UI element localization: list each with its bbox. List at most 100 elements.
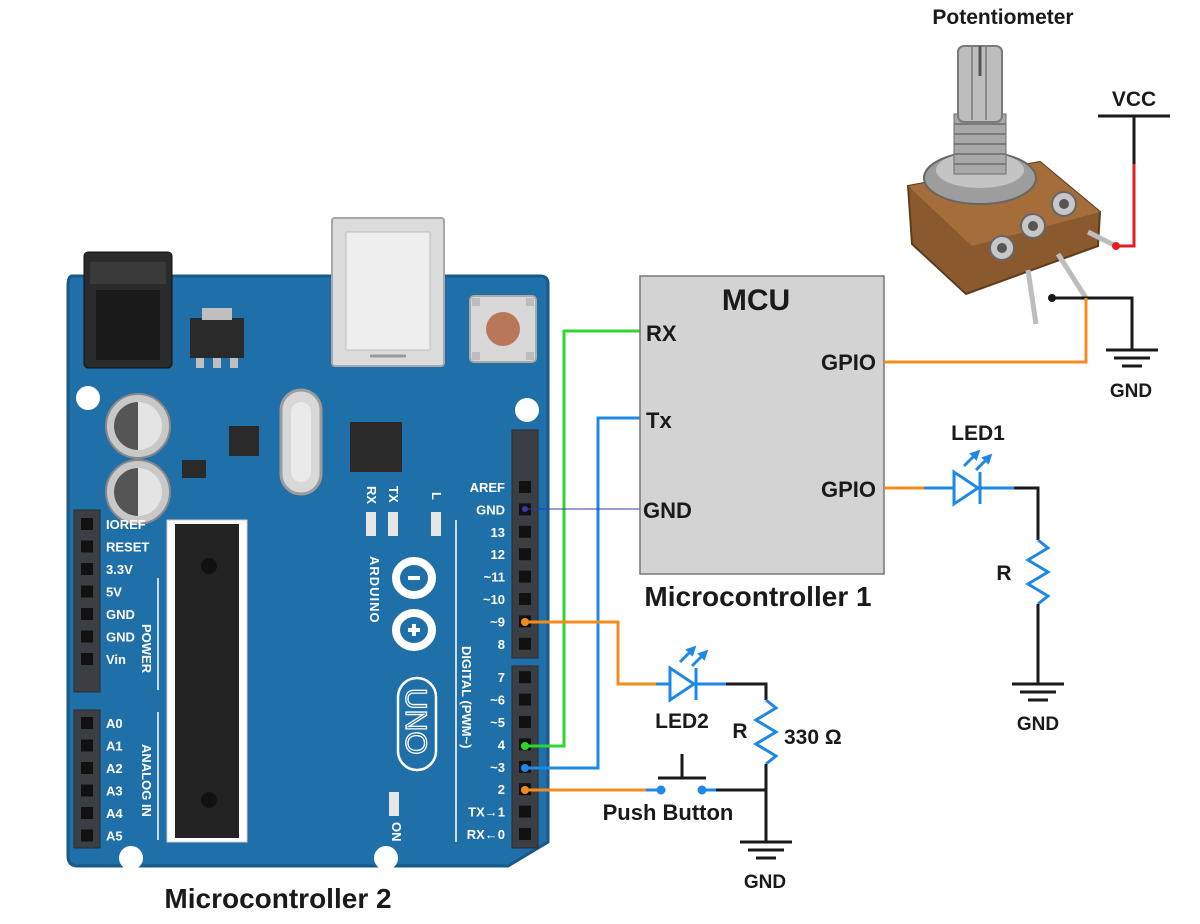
mcu-rx-pin: RX bbox=[646, 321, 677, 346]
pin-label: RX←0 bbox=[467, 827, 505, 842]
mcu-title: MCU bbox=[722, 284, 790, 317]
header-pin-hole bbox=[81, 630, 93, 643]
r2-label: R bbox=[732, 720, 747, 743]
tx-led-label: TX bbox=[386, 486, 401, 503]
resistor-r1 bbox=[1025, 538, 1051, 606]
pin-label: AREF bbox=[470, 480, 505, 495]
header-pin-hole bbox=[519, 828, 531, 840]
header-pin-hole bbox=[81, 563, 93, 575]
potentiometer bbox=[906, 45, 1118, 325]
pin-label: GND bbox=[476, 502, 505, 517]
resistor-r2 bbox=[753, 698, 779, 766]
wire-pin9 bbox=[525, 620, 668, 686]
pin-label: A3 bbox=[106, 784, 123, 799]
analog-header-label: ANALOG IN bbox=[139, 744, 154, 817]
header-pin-hole bbox=[81, 739, 93, 752]
pin-label: ~6 bbox=[490, 693, 505, 708]
header-pin-hole bbox=[519, 481, 531, 493]
push-button-label: Push Button bbox=[603, 800, 734, 825]
tx-led bbox=[388, 512, 398, 536]
pin-label: 7 bbox=[498, 670, 505, 685]
r1-label: R bbox=[996, 562, 1011, 585]
small-chip bbox=[229, 426, 259, 456]
pin-label: 8 bbox=[498, 637, 505, 652]
header-pin-hole bbox=[81, 807, 93, 819]
potentiometer-label: Potentiometer bbox=[932, 6, 1073, 29]
pin-label: A1 bbox=[106, 739, 123, 754]
wire-pot-gpio bbox=[884, 298, 1088, 364]
header-pin-hole bbox=[81, 784, 93, 797]
ground-symbol bbox=[740, 840, 792, 860]
header-pin-hole bbox=[81, 608, 93, 620]
header-pin-hole bbox=[81, 585, 93, 598]
mcu-gnd-pin: GND bbox=[643, 498, 692, 523]
header-pin-hole bbox=[81, 762, 93, 774]
pin-label: ~9 bbox=[490, 614, 505, 629]
mcu-gpio-led: GPIO bbox=[821, 477, 876, 502]
small-transistor bbox=[182, 460, 206, 478]
on-led-label: ON bbox=[389, 822, 404, 842]
wire-vcc bbox=[1116, 164, 1136, 248]
power-header-label: POWER bbox=[139, 624, 154, 674]
digital-header-label: DIGITAL (PWM~) bbox=[459, 646, 474, 748]
pin-label: 4 bbox=[498, 737, 506, 752]
ground-symbol bbox=[1106, 348, 1158, 368]
r2-value: 330 Ω bbox=[784, 726, 842, 749]
pin-label: IOREF bbox=[106, 517, 146, 532]
led1-gnd-label: GND bbox=[1017, 714, 1059, 735]
wire-tx bbox=[525, 416, 640, 770]
capacitor bbox=[105, 393, 171, 459]
led1-symbol bbox=[924, 449, 1014, 507]
push-button-symbol bbox=[646, 785, 716, 795]
header-pin-hole bbox=[519, 805, 531, 818]
pin-label: 3.3V bbox=[106, 562, 133, 577]
vcc-label: VCC bbox=[1112, 88, 1156, 111]
header-pin-hole bbox=[519, 693, 531, 706]
uno-label: UNO bbox=[399, 688, 432, 755]
capacitor bbox=[105, 459, 171, 525]
mcu-box: MCU RX Tx GND GPIO GPIO bbox=[639, 275, 885, 575]
voltage-regulator bbox=[190, 318, 244, 358]
header-pin-hole bbox=[81, 717, 93, 729]
pin-label: A4 bbox=[106, 806, 123, 821]
header-pin-hole bbox=[519, 593, 531, 605]
mounting-hole bbox=[515, 398, 539, 422]
l-led-label: L bbox=[429, 492, 444, 500]
pin-label: A5 bbox=[106, 829, 123, 844]
arduino-brand: ARDUINO bbox=[367, 556, 382, 624]
led2-symbol bbox=[656, 645, 726, 703]
arduino-logo bbox=[392, 557, 436, 651]
pin-label: TX→1 bbox=[468, 805, 505, 820]
mcu-gpio-pot: GPIO bbox=[821, 350, 876, 375]
analog-header bbox=[73, 709, 101, 849]
ground-symbol bbox=[1012, 682, 1064, 702]
pin-label: 2 bbox=[498, 782, 505, 797]
pin-label: A0 bbox=[106, 716, 123, 731]
uno-badge: UNO bbox=[396, 676, 438, 772]
atmega-chip bbox=[166, 519, 248, 843]
mounting-hole bbox=[374, 846, 398, 870]
rx-led-label: RX bbox=[364, 486, 379, 504]
pin-label: GND bbox=[106, 630, 135, 645]
header-pin-hole bbox=[519, 570, 531, 583]
rx-led bbox=[366, 512, 376, 536]
wire-rx bbox=[525, 329, 640, 748]
pin-label: 12 bbox=[491, 547, 505, 562]
header-pin-hole bbox=[81, 540, 93, 553]
header-pin-hole bbox=[519, 548, 531, 561]
pin-label: GND bbox=[106, 607, 135, 622]
header-pin-hole bbox=[519, 671, 531, 684]
pin-label: 13 bbox=[491, 525, 505, 540]
header-pin-hole bbox=[81, 518, 93, 530]
pin-label: ~3 bbox=[490, 760, 505, 775]
pin-label: Vin bbox=[106, 652, 126, 667]
led1-label: LED1 bbox=[951, 422, 1005, 445]
wire-pot-gnd bbox=[1052, 296, 1134, 350]
arduino-uno-board: RX TX L ARDUINO UNO ON AREFGND1312~11~10… bbox=[66, 217, 550, 870]
microcontroller-1-label: Microcontroller 1 bbox=[644, 581, 871, 612]
header-pin-hole bbox=[81, 653, 93, 665]
mounting-hole bbox=[76, 386, 100, 410]
l-led bbox=[431, 512, 441, 536]
header-pin-hole bbox=[519, 637, 531, 650]
